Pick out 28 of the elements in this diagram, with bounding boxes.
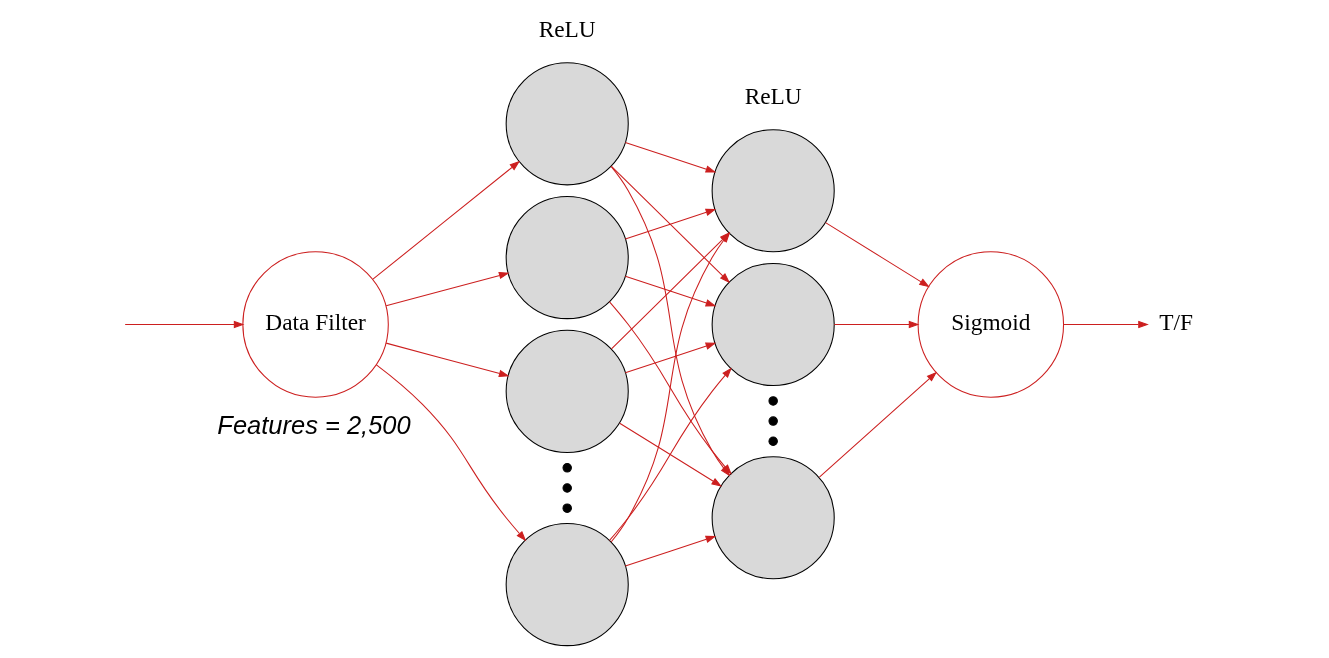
arrow xyxy=(619,422,723,487)
label: ReLU xyxy=(744,83,802,110)
arrow xyxy=(624,275,717,307)
arrow xyxy=(833,320,920,329)
node-circle xyxy=(505,196,629,320)
node-circle xyxy=(505,329,629,453)
arrow xyxy=(1063,320,1149,329)
arrow xyxy=(624,342,717,374)
arrow xyxy=(610,232,731,350)
label: Features = 2,500 xyxy=(217,411,411,440)
arrow xyxy=(818,371,938,478)
arrow xyxy=(124,320,245,329)
node-text: T/F xyxy=(1159,309,1193,336)
arrow xyxy=(624,535,717,567)
label: ReLU xyxy=(538,16,596,43)
node-circle: Data Filter xyxy=(242,251,389,398)
arrow xyxy=(385,271,510,307)
arrow xyxy=(825,222,930,288)
node-circle xyxy=(711,129,835,253)
arrow xyxy=(375,364,527,542)
arrow xyxy=(624,142,717,173)
node-circle xyxy=(505,523,629,647)
arrow xyxy=(624,208,717,240)
arrow xyxy=(385,342,510,378)
arrow xyxy=(372,160,521,280)
node-circle xyxy=(505,62,629,186)
arrow xyxy=(610,165,731,284)
node-circle xyxy=(711,262,835,387)
